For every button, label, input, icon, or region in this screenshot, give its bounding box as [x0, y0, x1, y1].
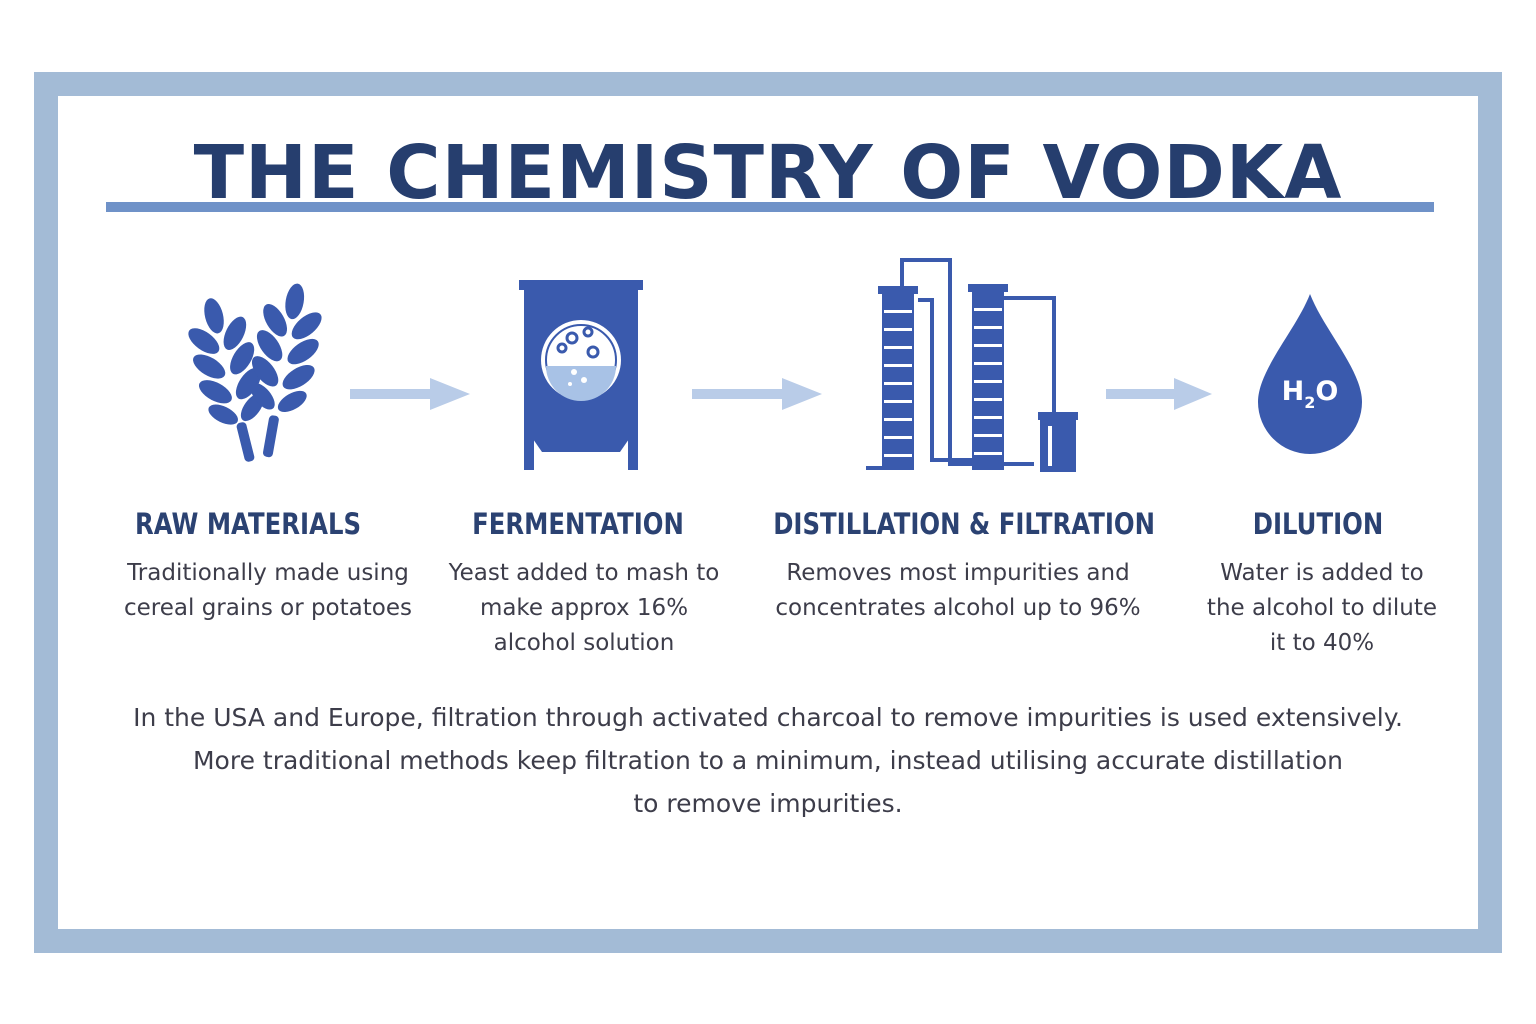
wheat-icon — [188, 283, 322, 462]
outer-frame: THE CHEMISTRY OF VODKA — [34, 72, 1502, 953]
step-description-dilution: Water is added to the alcohol to dilute … — [1206, 560, 1438, 656]
step-description-raw-materials: Traditionally made using cereal grains o… — [124, 560, 412, 621]
step-title-raw-materials: RAW MATERIALS — [134, 507, 362, 541]
water-drop-icon: H2O — [1254, 290, 1366, 460]
distillation-column-icon — [866, 258, 1078, 472]
page-title: THE CHEMISTRY OF VODKA — [193, 130, 1343, 216]
fermentation-tank-icon — [519, 280, 643, 470]
footer-note: In the USA and Europe, filtration throug… — [133, 703, 1403, 818]
infographic-panel: THE CHEMISTRY OF VODKA — [58, 96, 1478, 929]
step-title-distillation: DISTILLATION & FILTRATION — [773, 507, 1156, 541]
step-title-fermentation: FERMENTATION — [472, 507, 684, 541]
step-description-fermentation: Yeast added to mash to make approx 16% a… — [448, 560, 720, 656]
step-title-dilution: DILUTION — [1252, 507, 1384, 541]
arrow-right-icon — [1106, 378, 1212, 410]
h2o-label: H2O — [1281, 376, 1339, 412]
step-description-distillation: Removes most impurities and concentrates… — [775, 560, 1141, 621]
arrow-right-icon — [692, 378, 822, 410]
arrow-right-icon — [350, 378, 470, 410]
title-underline — [106, 202, 1434, 212]
